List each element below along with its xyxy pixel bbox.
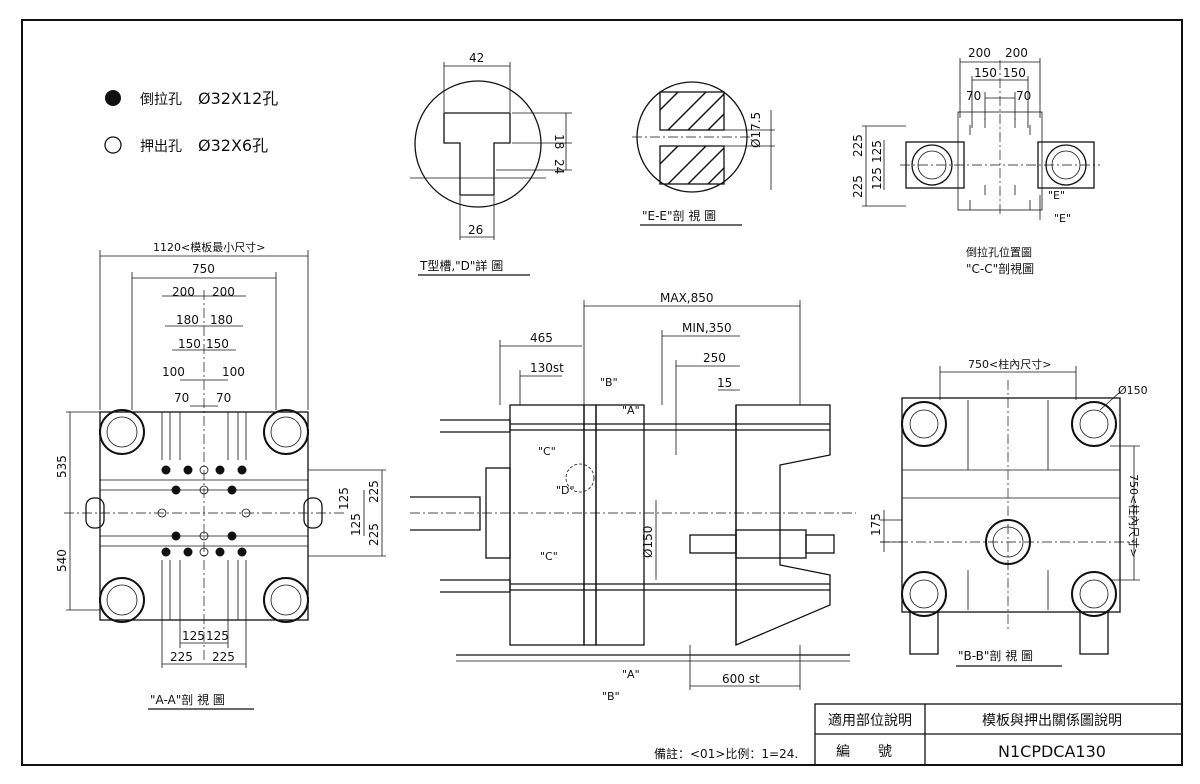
t-slot-18: 18 bbox=[552, 134, 566, 149]
t-slot-bottom: 26 bbox=[468, 223, 483, 237]
bb-section: 750<柱內尺寸> Ø150 750<柱內尺寸> 175 "B-B"剖 視 圖 bbox=[869, 357, 1148, 667]
cc-70-right: 70 bbox=[1016, 89, 1031, 103]
cc-caption-2: "C-C"剖視圖 bbox=[966, 261, 1034, 276]
side-15: 15 bbox=[717, 376, 732, 390]
aa-right-225-bot: 225 bbox=[367, 523, 381, 546]
cc-left-125-top: 125 bbox=[870, 140, 884, 163]
bb-caption: "B-B"剖 視 圖 bbox=[958, 648, 1033, 663]
side-label-b-top: "B" bbox=[600, 376, 618, 389]
cc-top-200-left: 200 bbox=[968, 46, 991, 60]
side-label-b-bottom: "B" bbox=[602, 690, 620, 703]
side-view: MAX,850 465 MIN,350 130st 250 15 Ø150 60… bbox=[410, 291, 856, 703]
ee-section: Ø17.5 "E-E"剖 視 圖 bbox=[632, 81, 775, 226]
cc-left-225-bot: 225 bbox=[851, 175, 865, 198]
cc-e-mark-1: "E" bbox=[1048, 189, 1065, 202]
aa-200-left: 200 bbox=[172, 285, 195, 299]
drawing-number: N1CPDCA130 bbox=[998, 742, 1106, 761]
aa-150-left: 150 bbox=[178, 337, 201, 351]
fixed-platen bbox=[735, 404, 831, 646]
aa-bottom-225-left: 225 bbox=[170, 650, 193, 664]
ee-caption: "E-E"剖 視 圖 bbox=[642, 208, 716, 223]
ejector-pull-hole-symbol bbox=[105, 90, 121, 106]
t-slot-width: 42 bbox=[469, 51, 484, 65]
legend-label-2: 押出孔 bbox=[140, 139, 182, 155]
aa-bottom-225-right: 225 bbox=[212, 650, 235, 664]
aa-overall-dim: 1120<模板最小尺寸> bbox=[153, 240, 265, 254]
cc-caption-1: 倒拉孔位置圖 bbox=[966, 245, 1032, 259]
rear-platen bbox=[509, 404, 585, 646]
side-130st: 130st bbox=[530, 361, 564, 375]
side-label-d: "D" bbox=[556, 484, 575, 497]
cc-150-left: 150 bbox=[974, 66, 997, 80]
aa-100-left: 100 bbox=[162, 365, 185, 379]
cc-top-200-right: 200 bbox=[1005, 46, 1028, 60]
bb-tie-dim: 750<柱內尺寸> bbox=[968, 357, 1051, 371]
bb-phi150: Ø150 bbox=[1118, 384, 1148, 397]
aa-left-540: 540 bbox=[55, 549, 69, 572]
t-slot-24: 24 bbox=[552, 159, 566, 174]
side-250: 250 bbox=[703, 351, 726, 365]
title-value-1: 模板與押出關係圖說明 bbox=[982, 712, 1122, 729]
legend-spec-1: Ø32X12孔 bbox=[198, 89, 278, 108]
cc-section: 200 200 150 150 70 70 225 125 125 225 "E… bbox=[851, 46, 1100, 276]
side-label-a-bottom: "A" bbox=[622, 668, 640, 681]
aa-right-125-top: 125 bbox=[337, 487, 351, 510]
aa-bottom-125-left: 125 bbox=[182, 629, 205, 643]
cc-left-225-top: 225 bbox=[851, 134, 865, 157]
legend-label-1: 倒拉孔 bbox=[140, 92, 182, 108]
cc-150-right: 150 bbox=[1003, 66, 1026, 80]
t-slot-detail: 42 18 24 26 T型槽,"D"詳 圖 bbox=[410, 51, 572, 276]
aa-right-125-bot: 125 bbox=[349, 513, 363, 536]
ejector-hole-symbol bbox=[104, 136, 122, 154]
side-465: 465 bbox=[530, 331, 553, 345]
aa-section: 1120<模板最小尺寸> 750 200 200 180 180 150 150… bbox=[55, 240, 386, 710]
side-label-a-top: "A" bbox=[622, 404, 640, 417]
aa-180-right: 180 bbox=[210, 313, 233, 327]
bb-tie-dim-vertical: 750<柱內尺寸> bbox=[1127, 474, 1141, 557]
aa-tie-dim: 750 bbox=[192, 262, 215, 276]
bb-175: 175 bbox=[869, 513, 883, 536]
side-600st: 600 st bbox=[722, 672, 760, 686]
ee-diameter: Ø17.5 bbox=[749, 112, 763, 148]
cc-70-left: 70 bbox=[966, 89, 981, 103]
cc-left-125-bot: 125 bbox=[870, 167, 884, 190]
aa-70-right: 70 bbox=[216, 391, 231, 405]
aa-200-right: 200 bbox=[212, 285, 235, 299]
drawing-border bbox=[21, 19, 1183, 766]
title-label-1: 適用部位說明 bbox=[828, 712, 912, 729]
aa-left-535: 535 bbox=[55, 455, 69, 478]
aa-bottom-125-right: 125 bbox=[206, 629, 229, 643]
legend-spec-2: Ø32X6孔 bbox=[198, 136, 268, 155]
title-label-2: 編 號 bbox=[836, 744, 892, 760]
aa-right-225-top: 225 bbox=[367, 480, 381, 503]
title-block: 適用部位說明 模板與押出關係圖說明 編 號 N1CPDCA130 bbox=[814, 703, 1183, 766]
side-label-c-top: "C" bbox=[538, 445, 556, 458]
t-slot-caption: T型槽,"D"詳 圖 bbox=[419, 258, 503, 273]
moving-platen bbox=[595, 404, 645, 646]
legend: 倒拉孔 Ø32X12孔 押出孔 Ø32X6孔 bbox=[104, 89, 278, 155]
scale-note: 備註：<01>比例：1=24. bbox=[654, 746, 798, 761]
side-label-c-bottom: "C" bbox=[540, 550, 558, 563]
side-min-350: MIN,350 bbox=[682, 321, 732, 335]
side-phi150: Ø150 bbox=[641, 526, 655, 558]
aa-100-right: 100 bbox=[222, 365, 245, 379]
aa-70-left: 70 bbox=[174, 391, 189, 405]
cc-e-mark-2: "E" bbox=[1054, 212, 1071, 225]
aa-150-right: 150 bbox=[206, 337, 229, 351]
aa-180-left: 180 bbox=[176, 313, 199, 327]
aa-caption: "A-A"剖 視 圖 bbox=[150, 692, 225, 707]
side-max-850: MAX,850 bbox=[660, 291, 714, 305]
